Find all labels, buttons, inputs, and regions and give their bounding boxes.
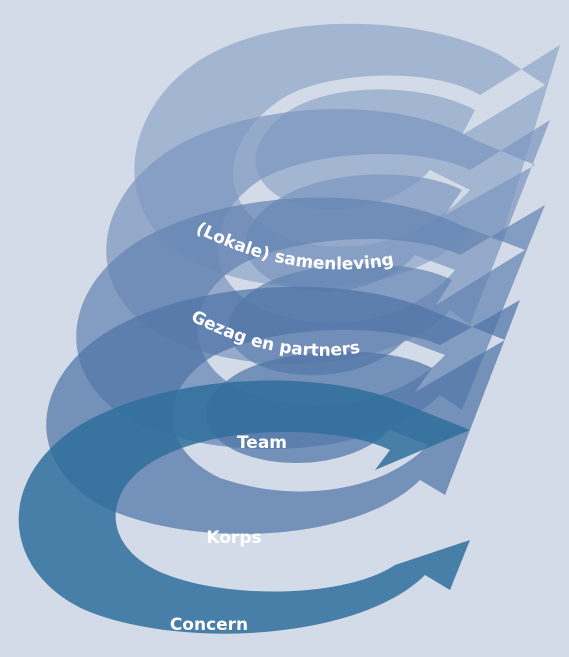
label-concern: Concern — [170, 615, 248, 635]
label-team: Team — [237, 433, 287, 453]
ring-concern — [18, 380, 470, 634]
ring-shape-concern — [18, 380, 470, 634]
label-korps: Korps — [206, 528, 261, 548]
